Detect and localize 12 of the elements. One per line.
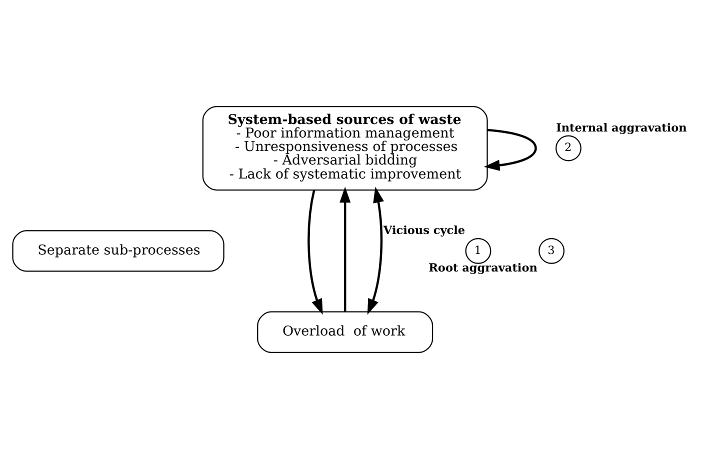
node-box: System-based sources of waste - Poor information management - Unresponsiveness of processes - Adversarial bidding - Lack of systematic improvement [202, 106, 488, 191]
arrow [367, 186, 384, 315]
arrow [484, 128, 537, 171]
node-circle: 3 [538, 238, 565, 264]
node-circle: 1 [465, 238, 492, 264]
arrow [308, 190, 323, 315]
node-box: Overload of work [257, 311, 434, 354]
node-circle: 2 [556, 135, 582, 162]
node-label: Vicious cycle [383, 223, 466, 238]
node-label: Internal aggravation [556, 120, 687, 134]
node-box: Separate sub-processes [12, 230, 224, 272]
arrow [340, 186, 351, 312]
